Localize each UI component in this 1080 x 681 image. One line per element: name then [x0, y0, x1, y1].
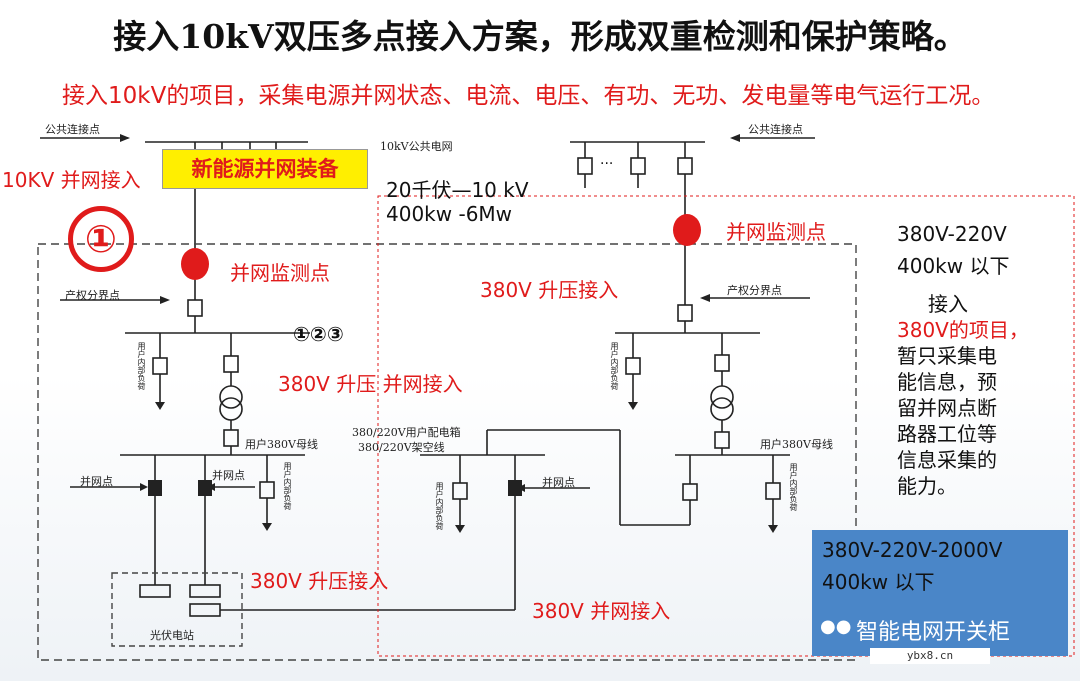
numbers-123: ①②③	[293, 322, 344, 346]
grid-10kv-label: 10kV公共电网	[380, 140, 453, 153]
left-pcc-label: 公共连接点	[45, 123, 100, 136]
left-monitor-point: 并网监测点	[230, 261, 330, 285]
right-note-line-2: 380V的项目，	[897, 318, 1029, 342]
left-boost-parallel-access: 380V 升压 并网接入	[278, 372, 463, 396]
page-subtitle: 接入10kV的项目，采集电源并网状态、电流、电压、有功、无功、发电量等电气运行工…	[62, 83, 995, 109]
pv-station-label: 光伏电站	[150, 629, 194, 642]
right-property-boundary: 产权分界点	[727, 284, 782, 297]
wechat-icon: ●●	[820, 616, 852, 637]
right-voltage-range: 380V-220V	[897, 222, 1007, 246]
left-grid-point-1: 并网点	[80, 475, 113, 488]
middle-grid-point: 并网点	[542, 476, 575, 489]
new-energy-device-box: 新能源并网装备	[162, 149, 368, 189]
left-user-load-2: 用户内部负荷	[283, 462, 292, 510]
left-user-bus: 用户380V母线	[245, 438, 318, 451]
middle-user-load: 用户内部负荷	[435, 482, 444, 530]
right-user-bus: 用户380V母线	[760, 438, 833, 451]
right-note-line-5: 留并网点断	[897, 396, 997, 420]
left-grid-point-2: 并网点	[212, 469, 245, 482]
left-property-boundary: 产权分界点	[65, 289, 120, 302]
feeder-ellipsis: ···	[600, 156, 614, 172]
right-note-line-8: 能力。	[897, 474, 957, 498]
right-pcc-label: 公共连接点	[748, 123, 803, 136]
distribution-box-label: 380/220V用户配电箱	[352, 426, 461, 439]
right-note-line-6: 路器工位等	[897, 422, 997, 446]
right-note-line-1: 接入	[928, 292, 968, 316]
right-note-line-4: 能信息，预	[897, 370, 997, 394]
watermark-url: ybx8.cn	[870, 648, 990, 664]
page-title: 接入10kV双压多点接入方案，形成双重检测和保护策略。	[113, 17, 967, 56]
left-10kv-access: 10KV 并网接入	[2, 168, 141, 192]
brand-name: 智能电网开关柜	[856, 620, 1011, 645]
right-user-load-1: 用户内部负荷	[610, 342, 619, 390]
right-note-line-7: 信息采集的	[897, 448, 997, 472]
bluebox-voltage-range: 380V-220V-2000V	[822, 538, 1003, 562]
blue-info-box: 380V-220V-2000V 400kw 以下 ●● 智能电网开关柜	[812, 530, 1068, 656]
middle-boost-access: 380V 升压接入	[480, 278, 619, 302]
left-user-load-1: 用户内部负荷	[137, 342, 146, 390]
right-user-load-2: 用户内部负荷	[789, 463, 798, 511]
range-power-10kv: 400kw -6Mw	[386, 202, 513, 226]
right-power-range: 400kw 以下	[897, 254, 1010, 278]
right-monitor-point: 并网监测点	[726, 220, 826, 244]
circle-one-badge: ①	[68, 206, 134, 272]
bluebox-power-range: 400kw 以下	[822, 570, 935, 594]
range-voltage-10kv: 20千伏—10 kV	[386, 178, 529, 202]
overhead-line-label: 380/220V架空线	[358, 441, 445, 454]
middle-parallel-access-bottom: 380V 并网接入	[532, 599, 671, 623]
right-note-line-3: 暂只采集电	[897, 344, 997, 368]
left-boost-access-bottom: 380V 升压接入	[250, 569, 389, 593]
